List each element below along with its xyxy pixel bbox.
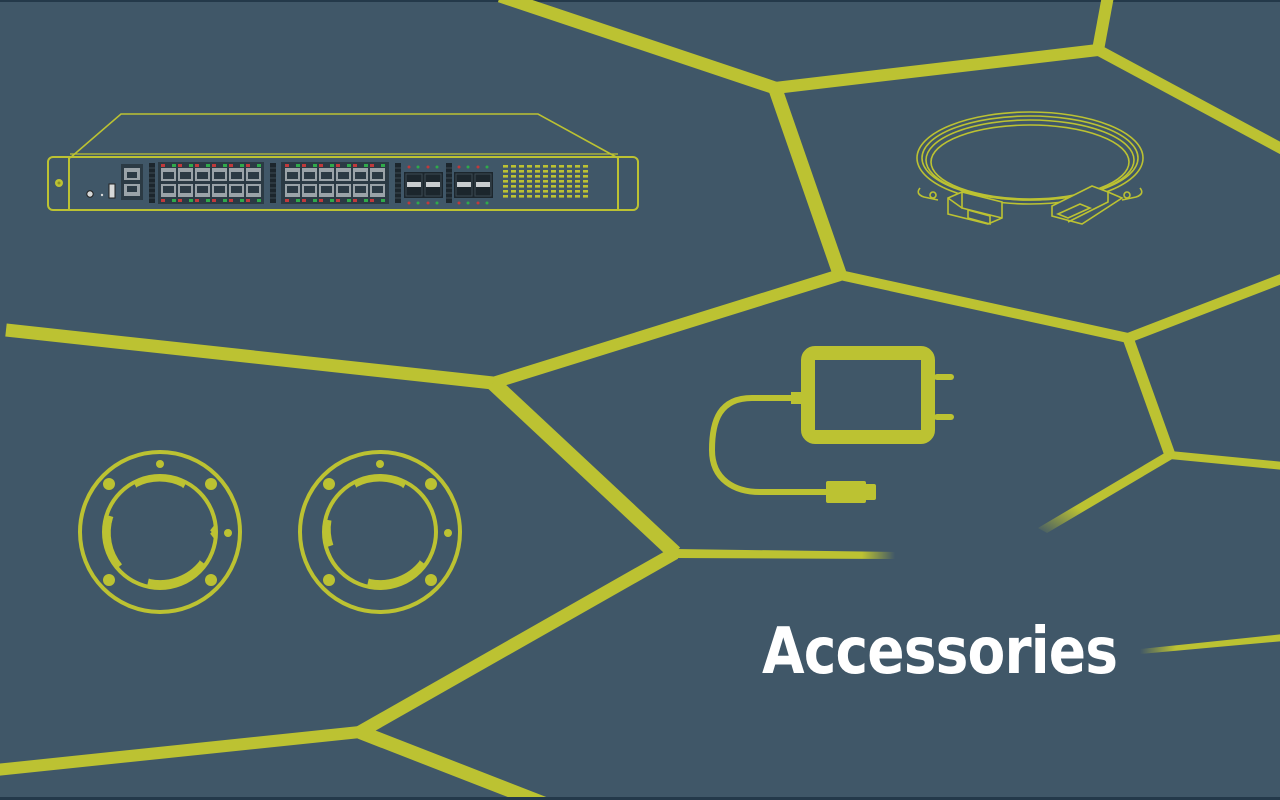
- top-border: [0, 0, 1280, 2]
- dac-cable-icon: [916, 111, 1144, 226]
- rj45-port-block-1: [158, 162, 264, 204]
- mounting-ring-icon: [78, 450, 242, 614]
- network-switch-icon: [47, 113, 639, 211]
- rj45-port-block-2: [281, 162, 389, 204]
- power-adapter-icon: [708, 346, 954, 503]
- sfp-port-block-2: [454, 165, 493, 205]
- hex-network-fading-lines: [675, 451, 1280, 654]
- vent-grid: [503, 165, 588, 198]
- bottom-border: [0, 797, 1280, 800]
- banner-title: Accessories: [762, 615, 1118, 689]
- mounting-ring-icon: [298, 450, 462, 614]
- sfp-port-block-1: [404, 165, 443, 205]
